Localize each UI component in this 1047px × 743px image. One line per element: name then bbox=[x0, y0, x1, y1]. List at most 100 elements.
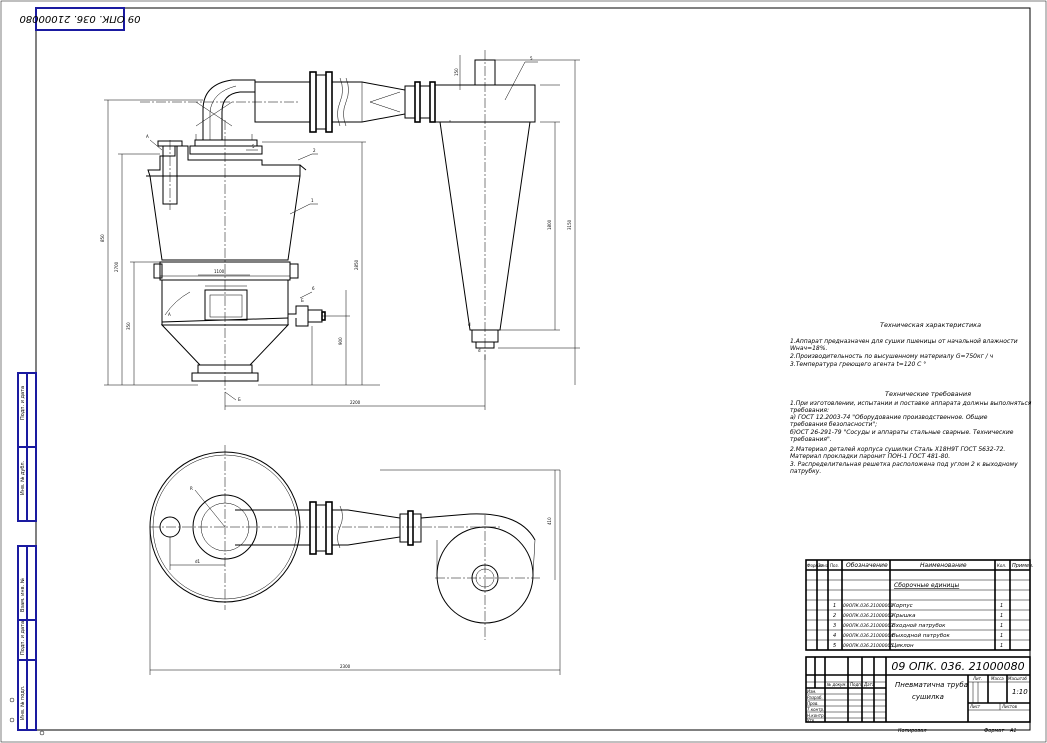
callout-6: 6 bbox=[312, 286, 315, 291]
side-label-1: Подп. и дата bbox=[20, 386, 26, 420]
tb-mass-header: Масса bbox=[991, 676, 1004, 681]
tech-req-line-4: требования безопасности"; bbox=[790, 421, 877, 428]
elbow-pipe bbox=[202, 79, 256, 141]
tech-specs-line-2: Wнач=18%. bbox=[790, 345, 827, 352]
spec-row-1-code: 09ОПК.036.21000001 bbox=[843, 603, 893, 609]
tech-req-line-2: требования: bbox=[790, 407, 829, 414]
tb-role-prov: Пров. bbox=[807, 701, 819, 706]
svg-text:900: 900 bbox=[338, 337, 343, 345]
tech-req-line-7: 2.Материал деталей корпуса сушилки Сталь… bbox=[790, 446, 1005, 453]
spec-row-1-pos: 1 bbox=[833, 603, 836, 609]
svg-text:d1: d1 bbox=[195, 559, 201, 564]
callout-5-dryer: 5 bbox=[252, 144, 255, 149]
tb-col-date: Дата bbox=[863, 682, 875, 687]
spec-row-2-code: 09ОПК.036.21000002 bbox=[843, 613, 893, 619]
spec-row-3-code: 09ОПК.036.21000003 bbox=[843, 623, 893, 629]
callout-a: А bbox=[146, 134, 149, 139]
spec-header-note: Примеч. bbox=[1012, 563, 1034, 569]
tech-specs-title: Техническая характеристика bbox=[880, 321, 981, 329]
svg-text:Б: Б bbox=[301, 298, 304, 303]
spec-row-5-pos: 5 bbox=[833, 643, 836, 649]
svg-text:2200: 2200 bbox=[350, 400, 361, 405]
top-stamp-code: 09 ОПК. 036. 21000080 bbox=[19, 13, 140, 24]
tb-role-tkontr: Т.контр. bbox=[807, 707, 824, 712]
spec-row-4-pos: 4 bbox=[833, 633, 836, 639]
svg-text:150: 150 bbox=[454, 68, 459, 76]
callout-b: Б bbox=[238, 397, 241, 402]
svg-text:d: d bbox=[468, 322, 471, 327]
spec-row-5-qty: 1 bbox=[1000, 643, 1003, 649]
svg-text:350: 350 bbox=[126, 322, 131, 330]
spec-row-2-qty: 1 bbox=[1000, 613, 1003, 619]
tb-sheet-label: Лист bbox=[969, 704, 981, 709]
tb-format-label: Формат bbox=[984, 728, 1005, 734]
spec-section-title: Сборочные единицы bbox=[894, 582, 959, 589]
cyclone-front-view: 5 150 1800 3150 d d bbox=[434, 50, 580, 385]
side-label-4: Подп. и дата bbox=[20, 621, 26, 655]
tb-name-line-1: Пневматична труба bbox=[895, 681, 968, 689]
tech-specs-line-1: 1.Аппарат предназначен для сушки пшеницы… bbox=[790, 338, 1018, 345]
svg-text:850: 850 bbox=[100, 234, 105, 242]
spec-header-format: Формат bbox=[807, 563, 824, 568]
tb-format-value: А1 bbox=[1009, 728, 1017, 734]
tech-req-line-5: б)ОСТ 26-291-79 "Сосуды и аппараты сталь… bbox=[790, 429, 1014, 436]
tb-copied: Копировал bbox=[898, 728, 927, 734]
tb-lit-header: Лит. bbox=[972, 676, 982, 681]
spec-header-name: Наименование bbox=[920, 562, 967, 569]
svg-text:2700: 2700 bbox=[114, 261, 119, 272]
spec-row-2-name: Крышка bbox=[892, 613, 916, 619]
tech-requirements: Технические требования 1.При изготовлени… bbox=[790, 390, 1032, 475]
spec-header-qty: Кол. bbox=[997, 563, 1006, 568]
svg-text:d: d bbox=[478, 348, 481, 353]
tech-req-line-1: 1.При изготовлении, испытании и поставке… bbox=[790, 400, 1032, 407]
tb-name-line-2: сушилка bbox=[912, 693, 944, 701]
tech-specs: Техническая характеристика 1.Аппарат пре… bbox=[790, 321, 1018, 368]
title-block: Изм. Разраб. Пров. Т.контр. Н.контр. Утв… bbox=[805, 656, 1031, 734]
spec-row-4-code: 09ОПК.036.21000004 bbox=[843, 633, 893, 639]
tb-scale-value: 1:10 bbox=[1012, 688, 1028, 696]
svg-text:3150: 3150 bbox=[567, 219, 572, 230]
spec-row-5-name: Циклон bbox=[892, 643, 914, 649]
tech-specs-line-3: 2.Производительность по высушенному мате… bbox=[790, 353, 994, 360]
spec-header-code: Обозначение bbox=[846, 562, 888, 569]
svg-text:410: 410 bbox=[547, 517, 552, 525]
spec-row-3-name: Входной патрубок bbox=[892, 623, 946, 629]
dryer-body bbox=[147, 145, 301, 261]
spec-row-3-pos: 3 bbox=[833, 623, 836, 629]
callout-1: 1 bbox=[311, 198, 314, 203]
tech-req-line-6: требования". bbox=[790, 436, 832, 443]
side-label-3: Взам. инв. № bbox=[20, 577, 26, 612]
svg-text:2850: 2850 bbox=[354, 259, 359, 270]
plan-view: R 2300 d1 410 bbox=[149, 445, 561, 675]
tb-col-sign: Подп. bbox=[850, 682, 862, 687]
tb-role-izm: Изм. bbox=[807, 689, 816, 694]
top-stamp: 09 ОПК. 036. 21000080 bbox=[19, 7, 141, 31]
callout-2: 2 bbox=[313, 148, 316, 153]
side-label-2: Инв. № дубл. bbox=[20, 460, 26, 495]
spec-row-4-qty: 1 bbox=[1000, 633, 1003, 639]
spec-table: Формат Зона Поз. Обозначение Наименовани… bbox=[805, 559, 1034, 651]
tb-role-razrab: Разраб. bbox=[807, 695, 823, 700]
tb-role-nkontr: Н.контр. bbox=[807, 713, 825, 718]
side-panel: Подп. и дата Инв. № дубл. Взам. инв. № П… bbox=[9, 372, 45, 736]
tb-designation: 09 ОПК. 036. 21000080 bbox=[891, 660, 1024, 673]
outlet-pipe bbox=[254, 81, 311, 123]
spec-row-1-name: Корпус bbox=[892, 603, 913, 609]
tb-sheets-label: Листов bbox=[1001, 704, 1018, 709]
tech-req-line-9: 3. Распределительная решетка расположена… bbox=[790, 461, 1018, 468]
spec-row-5-code: 09ОПК.036.21000005 bbox=[843, 643, 893, 649]
inner-frame bbox=[35, 7, 1031, 731]
svg-text:А: А bbox=[168, 312, 171, 317]
tech-specs-line-4: 3.Температура греющего агента t=120 С ° bbox=[790, 361, 926, 368]
svg-text:1100: 1100 bbox=[214, 269, 225, 274]
tech-req-title: Технические требования bbox=[885, 390, 971, 398]
dryer-front-view: 850 2700 350 2850 900 2200 1100 2 1 5 bbox=[100, 71, 486, 410]
spec-row-1-qty: 1 bbox=[1000, 603, 1003, 609]
spec-row-2-pos: 2 bbox=[833, 613, 836, 619]
spec-row-4-name: Выходной патрубок bbox=[892, 633, 950, 639]
spec-row-3-qty: 1 bbox=[1000, 623, 1003, 629]
svg-text:2300: 2300 bbox=[340, 664, 351, 669]
tb-role-utv: Утв. bbox=[807, 718, 815, 723]
spec-header-zone: Зона bbox=[818, 563, 829, 568]
